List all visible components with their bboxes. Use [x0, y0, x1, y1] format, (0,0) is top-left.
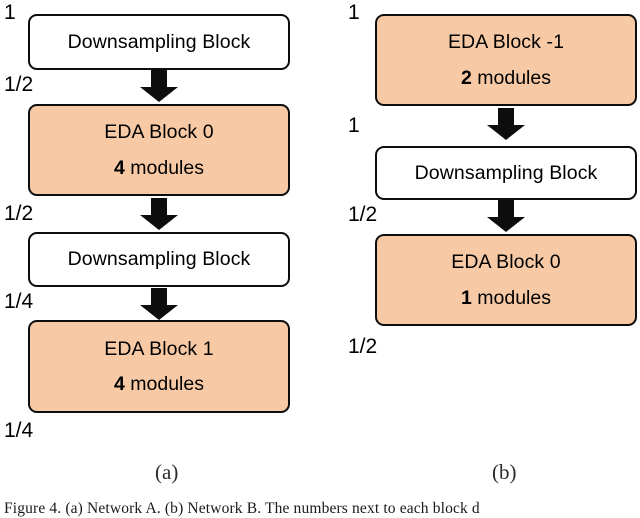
node-title: EDA Block 0 [451, 251, 561, 274]
node-subtitle: 1 modules [461, 286, 551, 309]
node-title: Downsampling Block [414, 161, 598, 184]
scale-label: 1/2 [348, 335, 378, 358]
node-title: EDA Block -1 [447, 31, 565, 54]
figure-caption: Figure 4. (a) Network A. (b) Network B. … [4, 500, 480, 517]
module-word: modules [124, 156, 204, 179]
network-b-column: 1 1 1/2 1/2 EDA Block -1 2 modules Downs… [320, 0, 640, 514]
arrow-down-icon [487, 108, 525, 140]
node-title: Downsampling Block [67, 30, 251, 53]
module-word: modules [471, 66, 551, 89]
subfigure-label-a: (a) [155, 460, 179, 484]
node-eda-block-0[interactable]: EDA Block 0 1 modules [375, 234, 637, 326]
module-count: 4 [114, 156, 125, 179]
scale-label: 1 [4, 1, 16, 24]
node-title: EDA Block 0 [104, 121, 214, 144]
scale-label: 1/4 [4, 290, 34, 313]
module-count: 2 [461, 66, 472, 89]
module-word: modules [124, 373, 204, 395]
node-eda-block-minus-1[interactable]: EDA Block -1 2 modules [375, 14, 637, 106]
node-subtitle: 4 modules [114, 156, 204, 179]
node-eda-block-0[interactable]: EDA Block 0 4 modules [28, 104, 290, 196]
node-downsampling-block[interactable]: Downsampling Block [375, 146, 637, 200]
network-a-column: 1 1/2 1/2 1/4 1/4 Downsampling Block EDA… [0, 0, 320, 514]
scale-label: 1/4 [4, 419, 34, 442]
scale-label: 1/2 [348, 203, 378, 226]
arrow-down-icon [487, 200, 525, 232]
node-subtitle: 4 modules [114, 374, 204, 394]
node-title: EDA Block 1 [104, 337, 214, 360]
node-eda-block-1[interactable]: EDA Block 1 4 modules [28, 320, 290, 413]
arrow-down-icon [140, 70, 178, 102]
node-downsampling-block[interactable]: Downsampling Block [28, 14, 290, 70]
scale-label: 1 [348, 1, 360, 24]
node-downsampling-block[interactable]: Downsampling Block [28, 232, 290, 287]
module-word: modules [471, 286, 551, 309]
arrow-down-icon [140, 198, 178, 230]
scale-label: 1 [348, 114, 360, 137]
node-title: Downsampling Block [67, 248, 251, 271]
scale-label: 1/2 [4, 202, 34, 225]
module-count: 4 [114, 373, 125, 395]
arrow-down-icon [140, 288, 178, 320]
node-subtitle: 2 modules [461, 66, 551, 89]
scale-label: 1/2 [4, 73, 34, 96]
subfigure-label-b: (b) [492, 460, 517, 484]
module-count: 1 [461, 286, 472, 309]
